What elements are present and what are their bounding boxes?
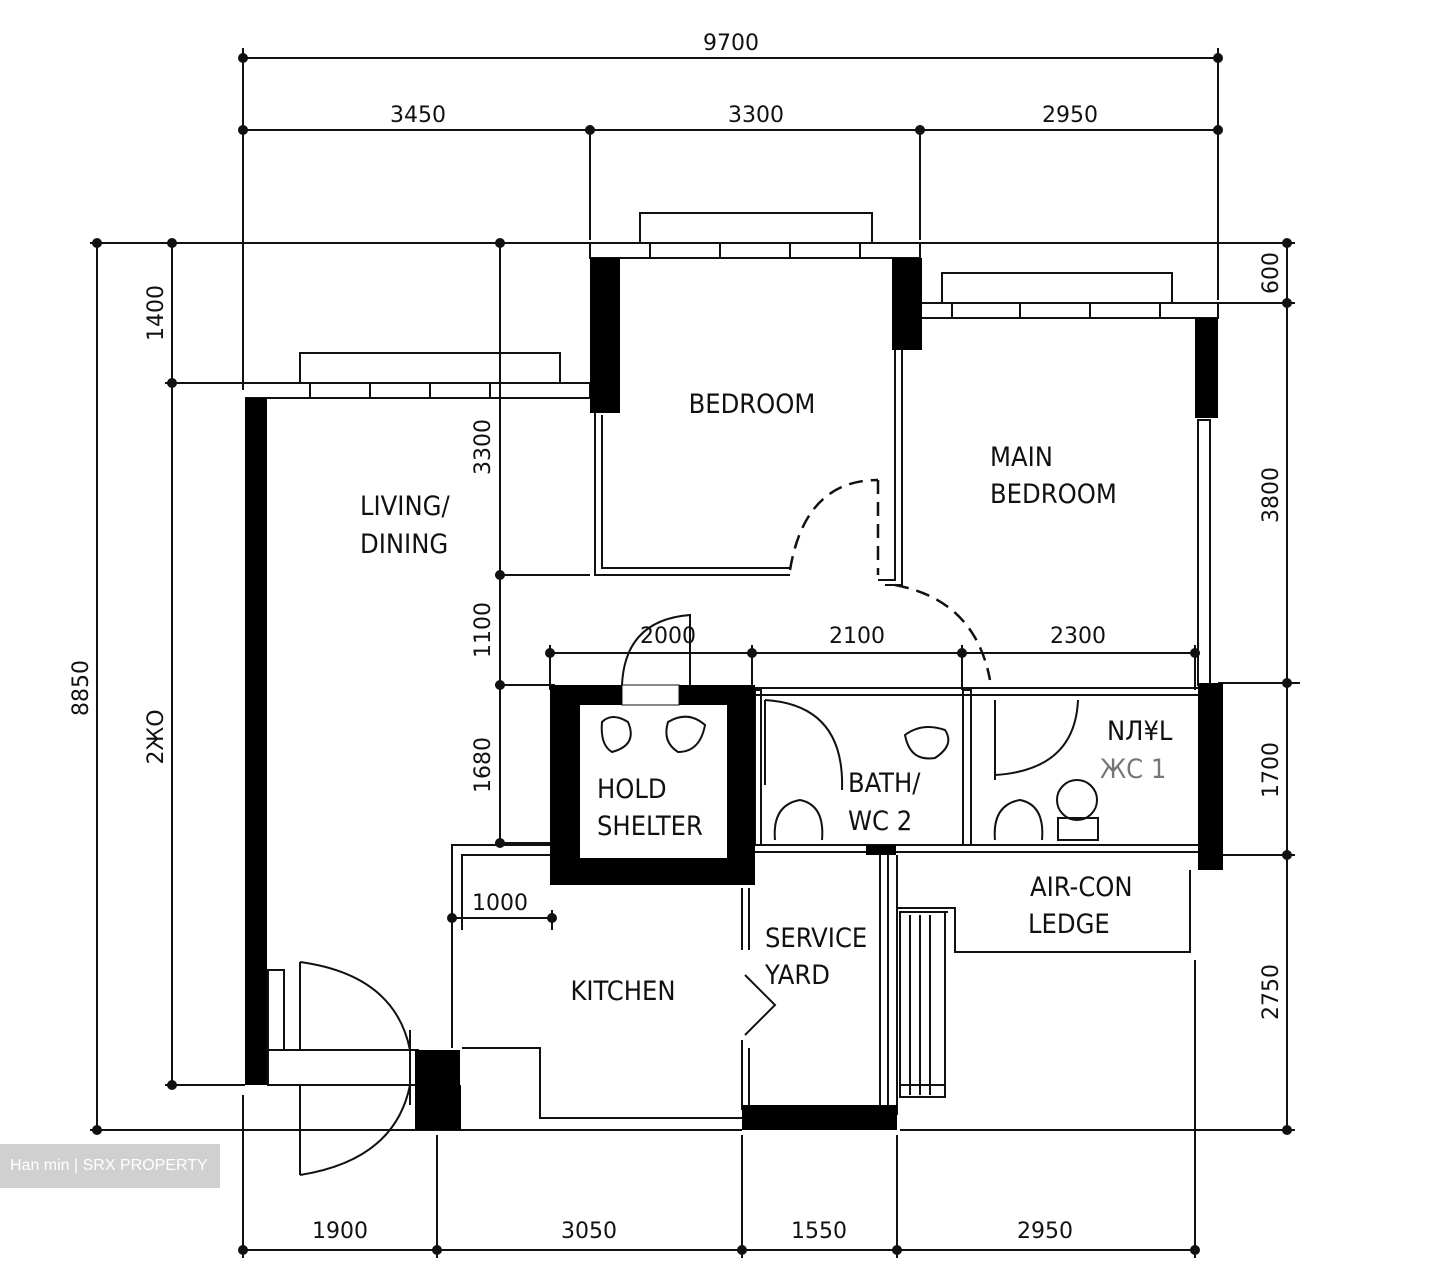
dim-kitchen-1000: 1000 — [472, 891, 528, 916]
door-arcs — [299, 613, 1079, 1176]
label-bedroom: BEDROOM — [689, 389, 816, 420]
dim-inner-1680: 1680 — [471, 737, 496, 793]
dimension-labels: 9700 3450 3300 2950 8850 1400 2ЖО 3300 1… — [69, 31, 1284, 1244]
dim-mid-seg-1: 2000 — [640, 624, 696, 649]
dim-right-2750: 2750 — [1259, 964, 1284, 1020]
label-aircon-1: AIR-CON — [1030, 872, 1133, 903]
fixtures — [600, 715, 1099, 841]
dim-inner-3300: 3300 — [471, 419, 496, 475]
label-service-1: SERVICE — [765, 923, 867, 954]
label-main-bedroom-1: MAIN — [990, 442, 1053, 473]
label-bath1-1: NЛ¥L — [1107, 716, 1173, 747]
dim-bottom-seg-4: 2950 — [1017, 1219, 1073, 1244]
label-service-2: YARD — [764, 960, 830, 991]
label-bath2-1: BATH/ — [848, 768, 921, 799]
label-aircon-2: LEDGE — [1028, 909, 1110, 940]
dim-right-3800: 3800 — [1259, 467, 1284, 523]
dim-left-1400: 1400 — [144, 285, 169, 341]
dim-bottom-seg-2: 3050 — [561, 1219, 617, 1244]
label-living-2: DINING — [360, 529, 448, 560]
dimension-lines — [90, 48, 1300, 1258]
dim-inner-1100: 1100 — [471, 602, 496, 658]
label-bath2-2: WC 2 — [848, 806, 912, 837]
label-bath1-2: ЖС 1 — [1100, 754, 1166, 785]
label-main-bedroom-2: BEDROOM — [990, 479, 1117, 510]
watermark-badge: Han min | SRX PROPERTY — [0, 1144, 220, 1188]
dim-top-seg-2: 3300 — [728, 103, 784, 128]
thin-walls — [245, 212, 1219, 1131]
label-living-1: LIVING/ — [360, 491, 450, 522]
label-kitchen: KITCHEN — [570, 976, 675, 1007]
label-shelter-1: HOLD — [597, 774, 667, 805]
dim-mid-seg-2: 2100 — [829, 624, 885, 649]
dim-left-2xx0: 2ЖО — [144, 709, 169, 764]
dim-right-600: 600 — [1259, 252, 1284, 294]
room-labels: BEDROOM MAIN BEDROOM LIVING/ DINING HOLD… — [360, 389, 1173, 1007]
label-shelter-2: SHELTER — [597, 811, 703, 842]
dim-right-1700: 1700 — [1259, 742, 1284, 798]
dimension-ticks — [92, 53, 1292, 1255]
dim-bottom-seg-1: 1900 — [312, 1219, 368, 1244]
dim-overall-depth: 8850 — [69, 660, 94, 716]
dim-top-seg-1: 3450 — [390, 103, 446, 128]
dim-top-seg-3: 2950 — [1042, 103, 1098, 128]
dim-bottom-seg-3: 1550 — [791, 1219, 847, 1244]
dim-mid-seg-3: 2300 — [1050, 624, 1106, 649]
dim-overall-width: 9700 — [703, 31, 759, 56]
thick-walls — [245, 258, 1223, 1130]
door-swings — [788, 478, 992, 681]
